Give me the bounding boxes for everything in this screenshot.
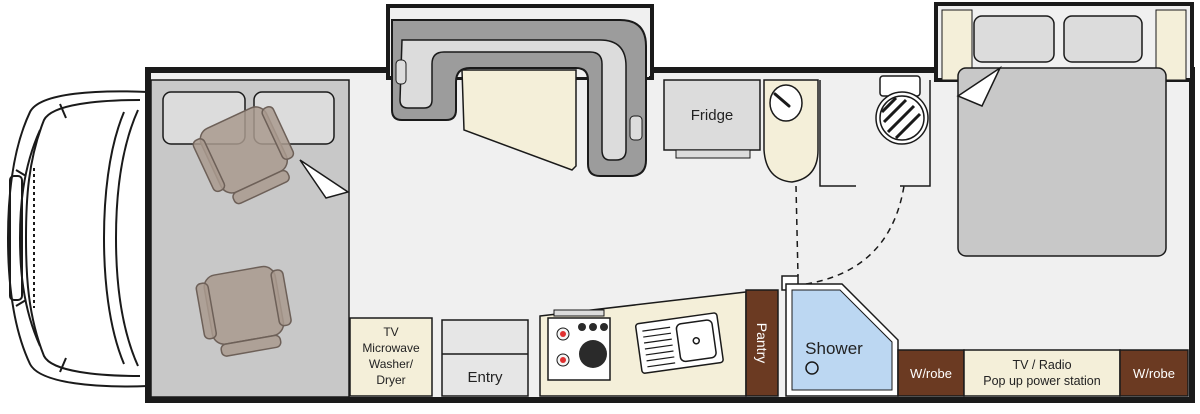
rear-wardrobe-left: W/robe <box>897 349 965 397</box>
double-bed-icon <box>941 9 1187 257</box>
seat-icon <box>192 105 295 205</box>
power-station-label: Pop up power station <box>983 374 1100 388</box>
pantry-label: Pantry <box>754 323 770 363</box>
cooktop-icon <box>547 309 611 381</box>
seat-icon <box>195 265 292 357</box>
tv-cabinet-label-3: Washer/ <box>369 357 414 371</box>
entry-door: Entry <box>441 319 529 397</box>
tv-radio-cabinet: TV / Radio Pop up power station <box>963 349 1121 397</box>
sink-icon <box>634 312 724 374</box>
toilet-icon <box>875 75 929 145</box>
tv-cabinet-label-2: Microwave <box>362 341 420 355</box>
kitchen-bench <box>539 291 747 397</box>
rear-wardrobe-right: W/robe <box>1119 349 1189 397</box>
cab-bed-pillow-flap <box>299 159 350 199</box>
lounge-table <box>461 69 577 171</box>
lounge-sofa <box>391 19 647 177</box>
tv-cabinet-label-4: Dryer <box>376 373 405 387</box>
tv-radio-label: TV / Radio <box>1012 358 1071 372</box>
shower: Shower <box>781 275 899 397</box>
tv-cabinet-label-1: TV <box>383 325 398 339</box>
fridge: Fridge <box>663 79 761 159</box>
fridge-label: Fridge <box>691 107 734 124</box>
entry-label: Entry <box>467 369 503 386</box>
wardrobe-right-label: W/robe <box>1133 366 1175 381</box>
pantry: Pantry <box>745 289 779 397</box>
vehicle-cab <box>6 90 149 388</box>
bathroom-vanity <box>763 79 819 183</box>
shower-label: Shower <box>805 339 863 358</box>
tv-appliance-cabinet: TV Microwave Washer/ Dryer <box>349 317 433 397</box>
wardrobe-left-label: W/robe <box>910 366 952 381</box>
